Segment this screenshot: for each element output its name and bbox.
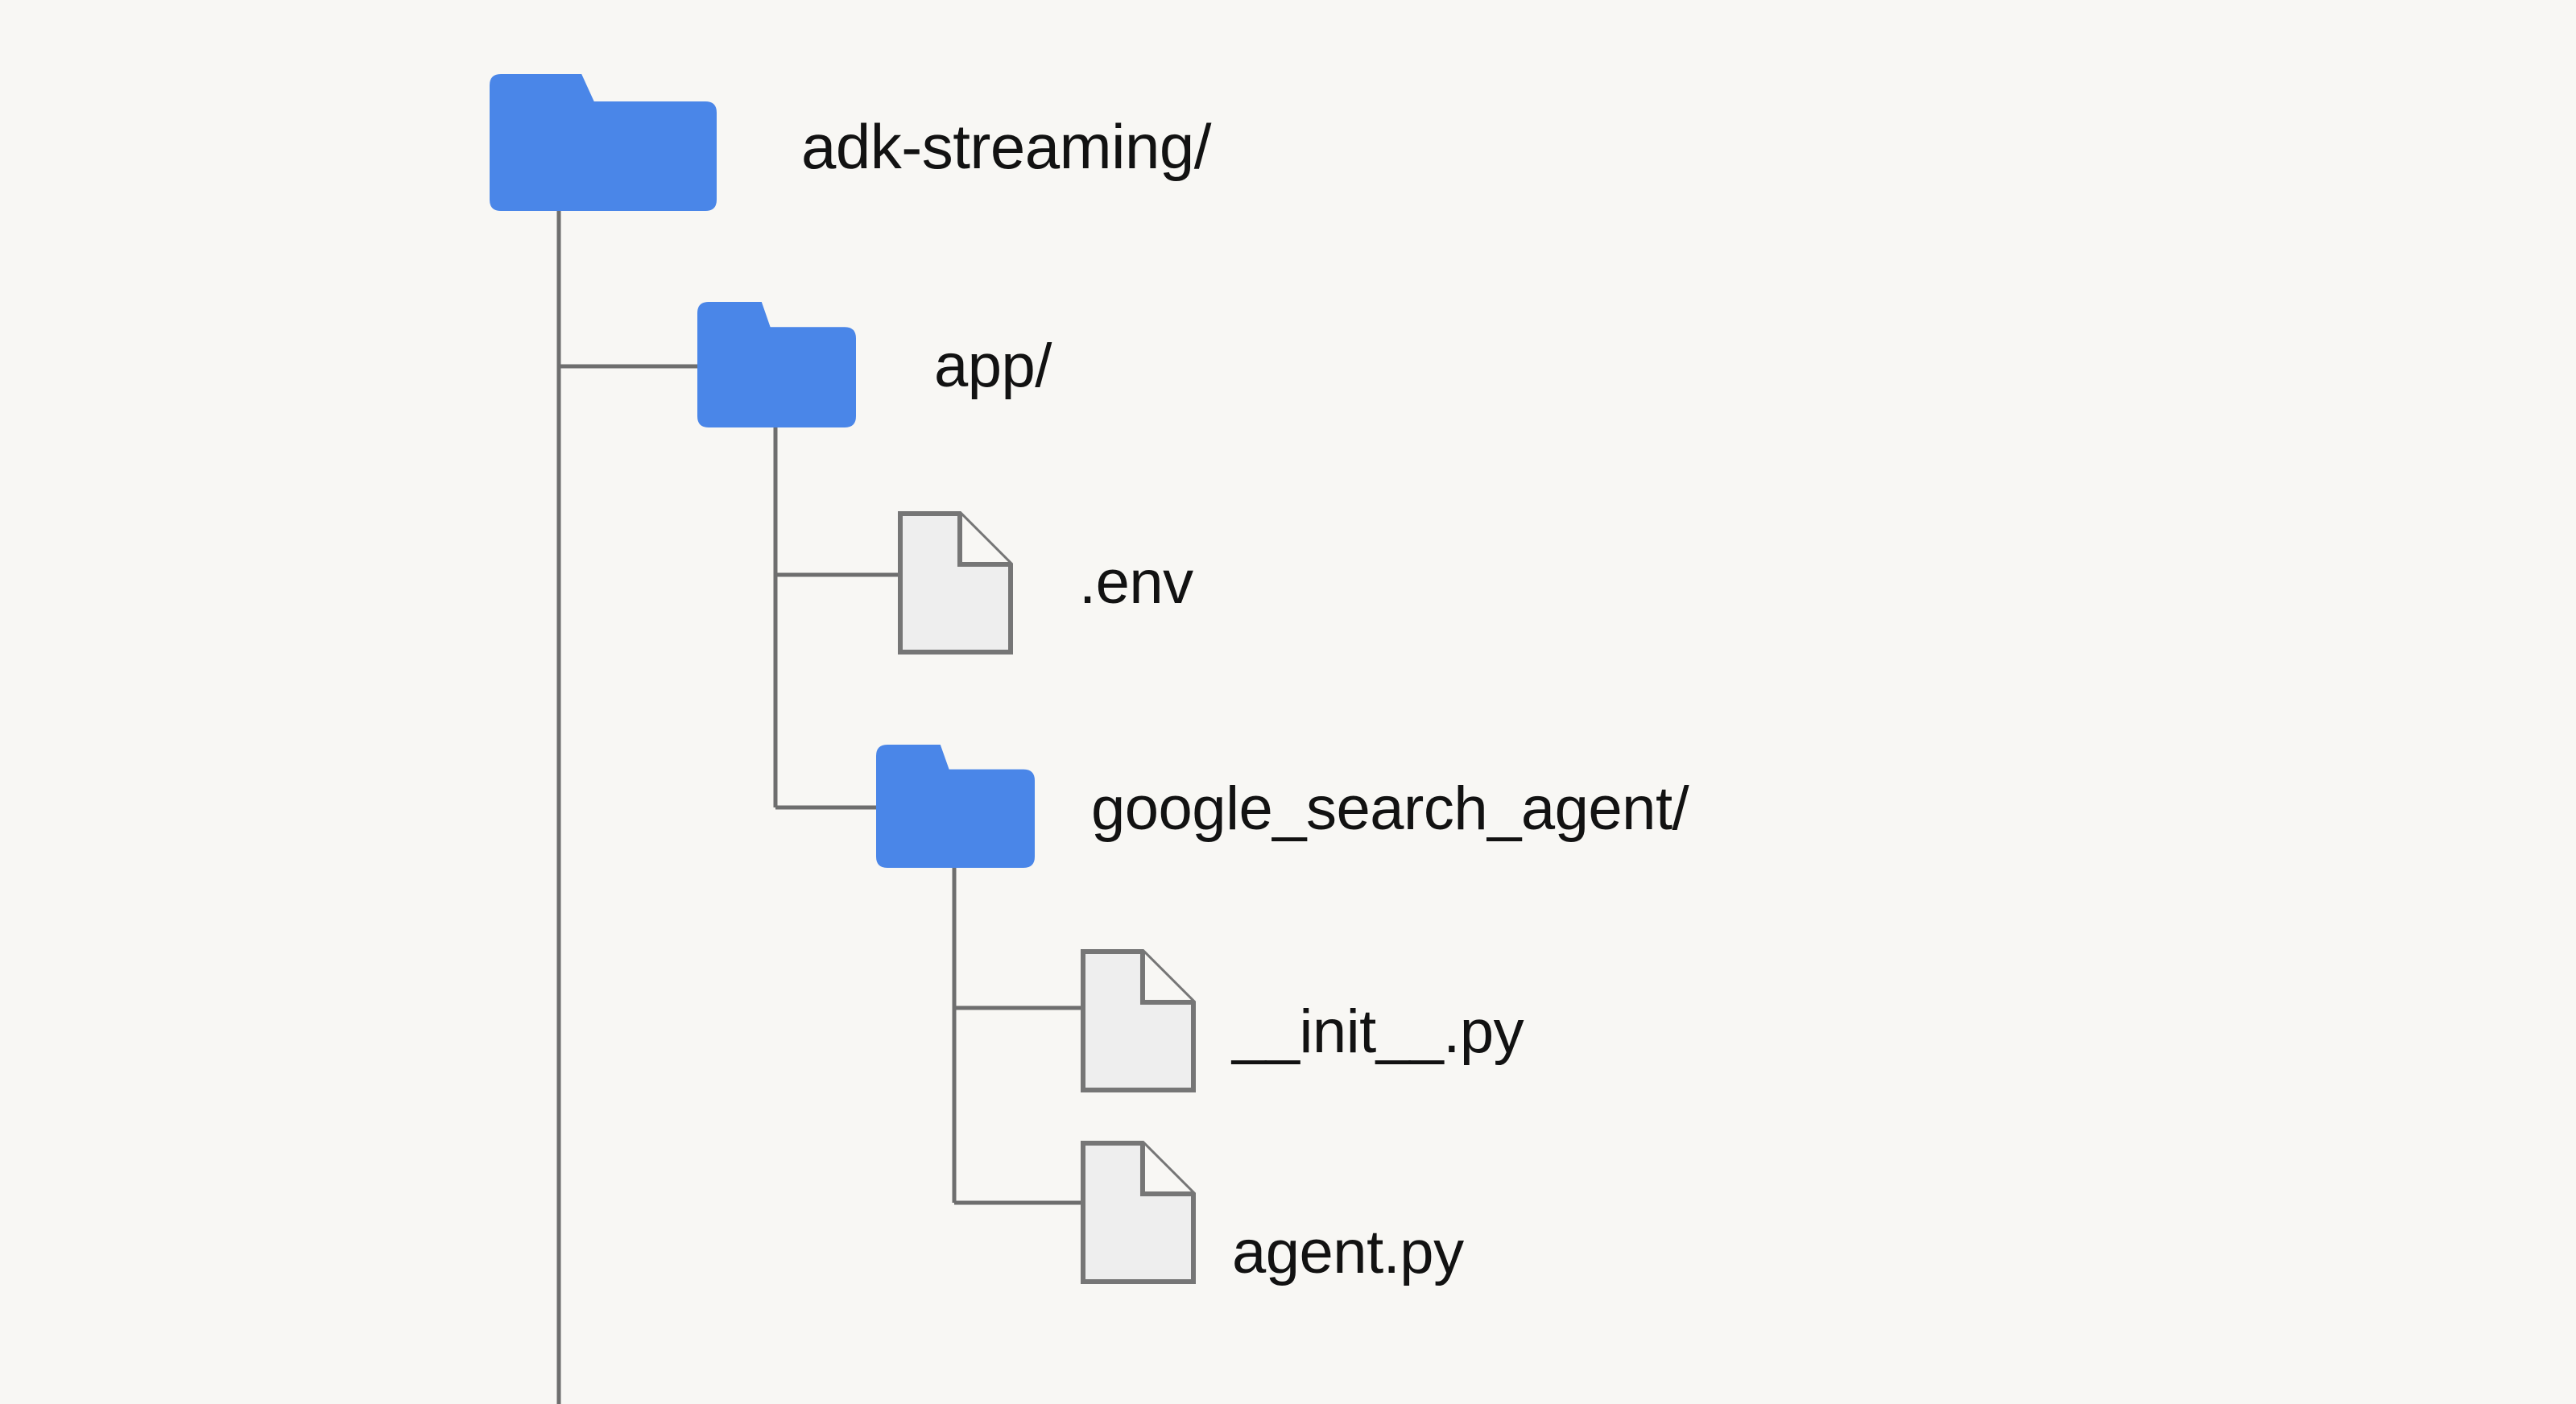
node-label-env[interactable]: .env [1079, 548, 1193, 617]
file-icon[interactable] [1081, 1141, 1196, 1284]
node-label-gsa[interactable]: google_search_agent/ [1091, 774, 1689, 843]
folder-icon[interactable] [490, 74, 717, 211]
node-label-app[interactable]: app/ [934, 332, 1052, 400]
file-fold-corner [1139, 952, 1193, 1006]
folder-shape [490, 74, 717, 211]
file-icon[interactable] [898, 511, 1013, 655]
node-icons [490, 74, 1196, 1284]
connector-lines [556, 208, 1086, 1404]
file-icon[interactable] [1081, 949, 1196, 1092]
node-label-root[interactable]: adk-streaming/ [801, 111, 1211, 182]
folder-shape [697, 302, 856, 427]
file-shape [1081, 1141, 1196, 1284]
folder-icon[interactable] [697, 302, 856, 427]
file-shape [1081, 949, 1196, 1092]
file-shape [898, 511, 1013, 655]
file-fold-corner [1139, 1143, 1193, 1197]
node-label-agent[interactable]: agent.py [1232, 1218, 1464, 1286]
folder-icon[interactable] [876, 745, 1035, 868]
file-fold-corner [957, 514, 1011, 568]
folder-shape [876, 745, 1035, 868]
node-label-init[interactable]: __init__.py [1232, 997, 1524, 1066]
